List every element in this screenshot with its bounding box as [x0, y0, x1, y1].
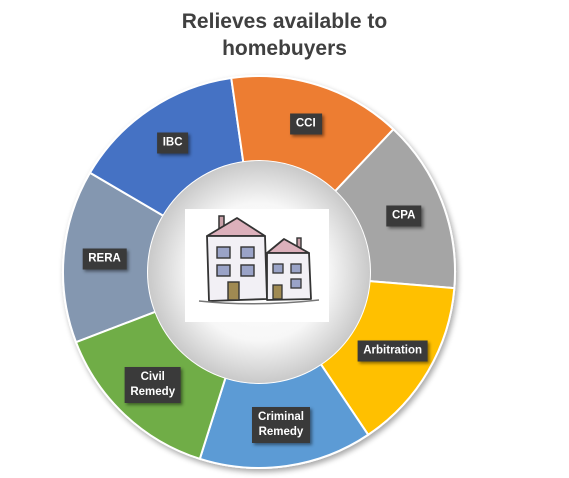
segment-label-line: CCI — [295, 117, 316, 130]
house-icon — [185, 209, 329, 322]
chart-title-line-2: homebuyers — [222, 37, 347, 60]
chart-title-line-1: Relieves available to — [181, 10, 388, 33]
segment-label-cci: CCI — [289, 113, 322, 135]
segment-label-line: Remedy — [130, 385, 176, 398]
segment-label-cpa: CPA — [385, 205, 422, 227]
chart-title: Relieves available to homebuyers — [0, 8, 569, 62]
segment-label-line: IBC — [162, 136, 183, 149]
segment-label-line: CPA — [391, 209, 416, 222]
segment-label-ibc: IBC — [156, 132, 189, 154]
segment-label-line: Remedy — [258, 426, 304, 439]
segment-label-line: Arbitration — [363, 344, 423, 356]
segment-label-arbitration: Arbitration — [357, 340, 429, 361]
segment-label-line: Civil — [140, 370, 165, 383]
segment-label-rera: RERA — [82, 248, 127, 270]
segment-label-line: Criminal — [257, 411, 304, 424]
segment-label-line: RERA — [88, 252, 121, 265]
